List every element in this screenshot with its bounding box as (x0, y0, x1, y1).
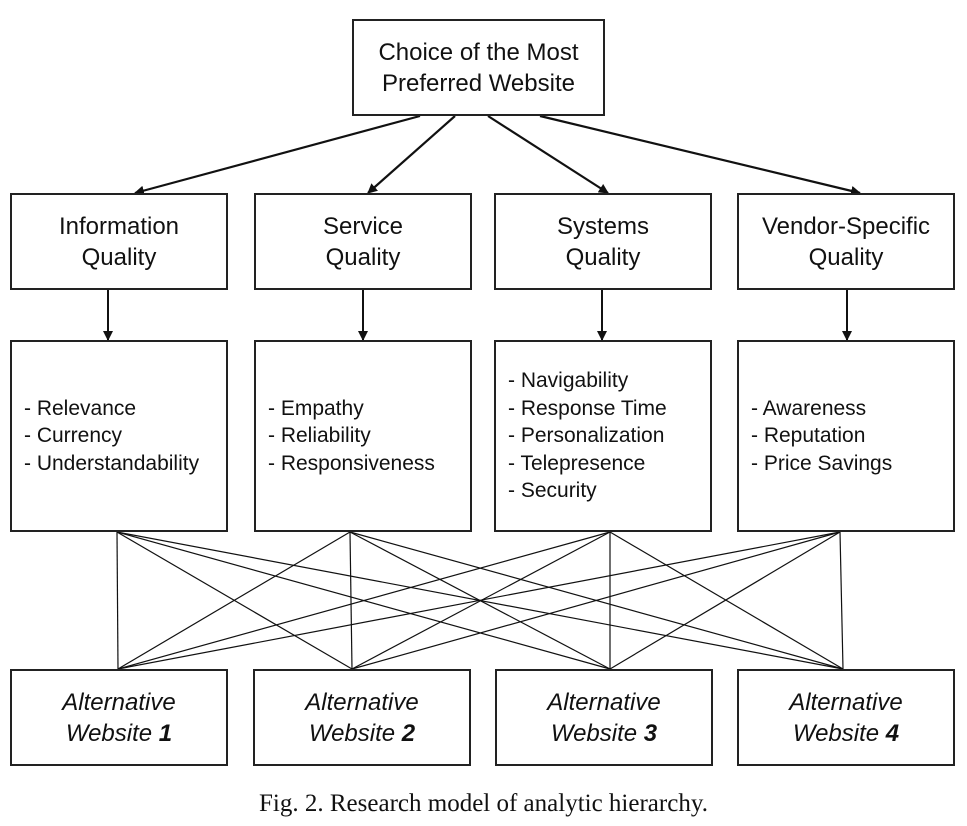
subcriteria-to-alternative-line (117, 531, 611, 670)
alternative-label-line-1: Alternative (305, 688, 419, 716)
alternative-number: 1 (158, 719, 173, 747)
alternative-number: 4 (885, 719, 900, 747)
criterion-label-line-1: Vendor-Specific (761, 212, 931, 240)
subcriteria-to-alternative-line (351, 531, 841, 670)
alternative-label-line-2: Website (550, 719, 644, 747)
alternative-label-line-2: Website (65, 719, 159, 747)
subcriterion-item: - Reputation (751, 424, 866, 448)
subcriterion-item: - Price Savings (751, 451, 893, 475)
subcriterion-item: - Responsiveness (268, 451, 435, 475)
subcriteria-to-alternative-line (609, 531, 844, 670)
subcriterion-item: - Telepresence (508, 451, 646, 475)
alternative-label-line-1: Alternative (789, 688, 903, 716)
goal-line-2: Preferred Website (382, 69, 575, 97)
goal-to-criterion-arrow (487, 115, 609, 194)
subcriteria-to-alternative-line (116, 531, 119, 670)
subcriteria-to-alternative-line (349, 531, 353, 670)
subcriterion-item: - Security (508, 479, 597, 503)
criterion-label-line-1: Service (322, 212, 404, 240)
alternative-number: 2 (401, 719, 416, 747)
alternative-label-line-1: Alternative (62, 688, 176, 716)
subcriterion-item: - Empathy (268, 396, 364, 420)
criterion-label-line-2: Quality (81, 243, 157, 271)
subcriterion-item: - Navigability (508, 369, 629, 393)
criterion-label-line-1: Systems (556, 212, 649, 240)
subcriteria-box-information-quality: - Relevance - Currency - Understandabili… (10, 340, 228, 532)
alternative-label-line-2: Website (792, 719, 886, 747)
subcriterion-item: - Reliability (268, 424, 371, 448)
goal-to-criterion-arrow (367, 115, 456, 194)
criterion-label-line-2: Quality (325, 243, 401, 271)
subcriteria-to-alternative-line (117, 531, 351, 670)
subcriterion-item: - Relevance (24, 396, 137, 420)
subcriteria-box-systems-quality: - Navigability - Response Time - Persona… (494, 340, 712, 532)
criterion-label-line-1: Information (58, 212, 180, 240)
alternative-number: 3 (643, 719, 658, 747)
alternative-label-line-1: Alternative (547, 688, 661, 716)
goal-box: Choice of the Most Preferred Website (352, 19, 605, 116)
criterion-label-line-2: Quality (565, 243, 641, 271)
goal-line-1: Choice of the Most (378, 38, 579, 66)
alternative-label-line-2: Website (308, 719, 402, 747)
criterion-label-line-2: Quality (808, 243, 884, 271)
figure-caption: Fig. 2. Research model of analytic hiera… (259, 790, 708, 817)
goal-to-criterion-arrow (134, 114, 421, 196)
subcriterion-item: - Awareness (751, 396, 867, 420)
subcriterion-item: - Response Time (508, 396, 667, 420)
goal-to-criterion-arrow (539, 114, 861, 196)
subcriteria-box-service-quality: - Empathy - Reliability - Responsiveness (254, 340, 472, 532)
subcriteria-to-alternative-line (839, 531, 844, 670)
subcriterion-item: - Currency (24, 424, 123, 448)
subcriterion-item: - Personalization (508, 424, 665, 448)
subcriterion-item: - Understandability (24, 451, 200, 475)
subcriteria-to-alternative-line (117, 531, 841, 670)
subcriteria-box-vendor-specific-quality: - Awareness - Reputation - Price Savings (737, 340, 955, 532)
subcriteria-to-alternative-line (609, 531, 841, 670)
